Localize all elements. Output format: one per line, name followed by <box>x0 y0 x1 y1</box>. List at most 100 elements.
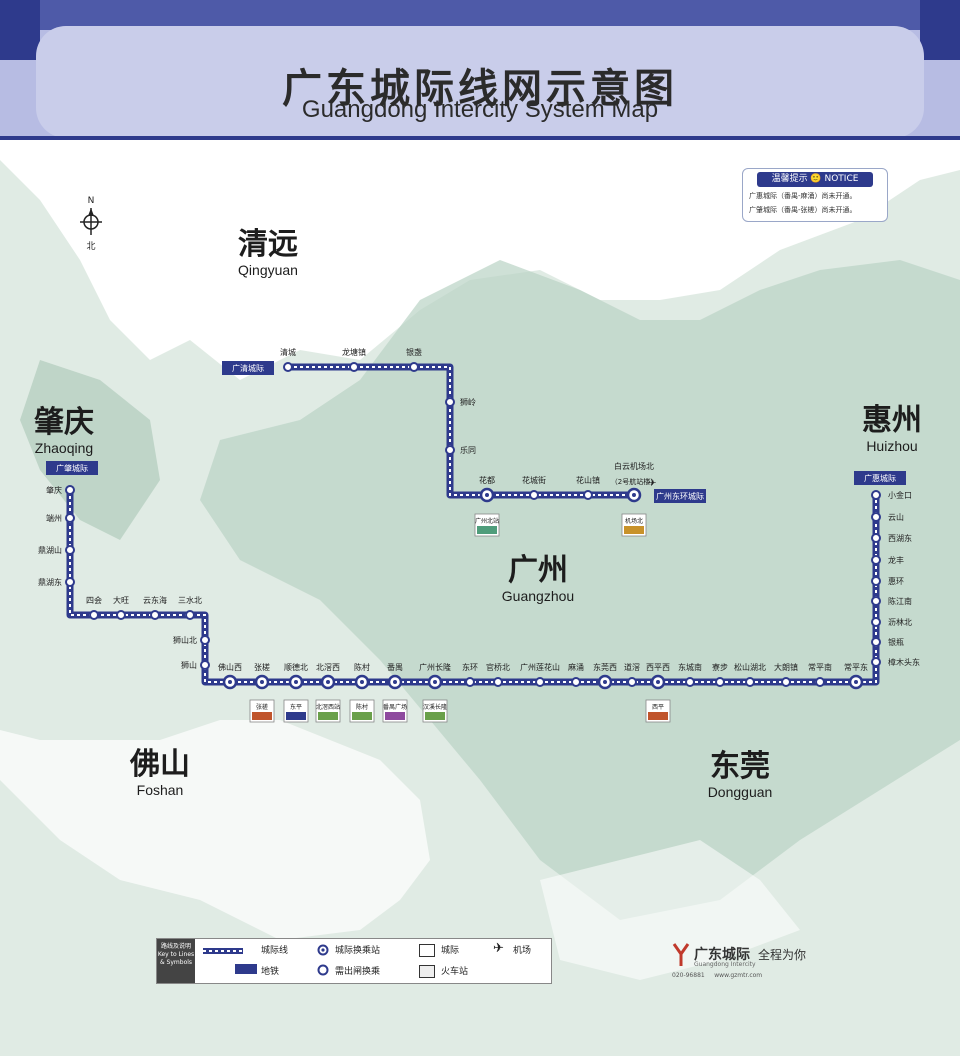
station-longfeng-marker <box>871 555 881 565</box>
compass: N 北 <box>78 196 104 252</box>
station-yundonghai-marker <box>150 610 160 620</box>
interchange-changlong_metro-label: 汉溪长隆 <box>423 703 447 711</box>
airport-icon: ✈ <box>493 941 504 956</box>
station-sanshuibei[interactable]: 三水北 <box>178 595 202 620</box>
station-lilinbei-marker <box>871 617 881 627</box>
line-tag-airport-label: 广州东环城际 <box>656 491 704 501</box>
station-baiyun_airport_n-marker-core <box>632 493 636 497</box>
station-machong[interactable]: 麻涌 <box>568 662 584 687</box>
station-dinghushan-label: 鼎湖山 <box>38 545 62 555</box>
station-huadu[interactable]: 花都 <box>479 475 495 503</box>
interchange-chencun_metro[interactable]: 陈村 <box>349 699 375 723</box>
station-dawang[interactable]: 大旺 <box>113 595 129 620</box>
station-sanshuibei-label: 三水北 <box>178 595 202 605</box>
station-yinping[interactable]: 银瓶 <box>871 637 904 647</box>
station-shiling[interactable]: 狮岭 <box>445 397 476 407</box>
metro-swatch <box>235 964 257 974</box>
city-qingyuan: 清远 Qingyuan <box>218 228 318 279</box>
legend-line-swatch <box>203 948 243 954</box>
station-yundonghai[interactable]: 云东海 <box>143 595 167 620</box>
station-changpingnan[interactable]: 常平南 <box>808 662 832 687</box>
interchange-huadu_metro[interactable]: 广州北站 <box>474 513 500 537</box>
interchange-dongping[interactable]: 东平 <box>283 699 309 723</box>
interchange-panyu_metro[interactable]: 番禺广场 <box>382 699 408 723</box>
station-letong-marker <box>445 445 455 455</box>
line-tag-qingyuan-label: 广清城际 <box>232 363 264 373</box>
interchange-zhangcha_metro[interactable]: 张槎 <box>249 699 275 723</box>
compass-bei-label: 北 <box>86 242 96 252</box>
station-liaobu[interactable]: 寮步 <box>712 662 728 687</box>
station-duanzhou[interactable]: 端州 <box>46 513 75 523</box>
interchange-xiping[interactable]: 西平 <box>645 699 671 723</box>
station-dalang-label: 大朗镇 <box>774 662 798 672</box>
station-guangzhou_lianhuashan-marker <box>535 677 545 687</box>
station-zhangmutoudong-marker <box>871 657 881 667</box>
station-dalang[interactable]: 大朗镇 <box>774 662 798 687</box>
station-xihudong[interactable]: 西湖东 <box>871 533 912 543</box>
station-daoyu[interactable]: 道滘 <box>624 662 640 687</box>
station-songshanhubei[interactable]: 松山湖北 <box>734 662 766 687</box>
station-zhangcha[interactable]: 张槎 <box>254 662 270 690</box>
station-liaobu-marker <box>715 677 725 687</box>
station-foshanxi[interactable]: 佛山西 <box>218 662 242 690</box>
station-shishan-label: 狮山 <box>181 660 197 670</box>
station-longfeng[interactable]: 龙丰 <box>871 555 904 565</box>
station-guangzhou_lianhuashan[interactable]: 广州莲花山 <box>520 662 560 687</box>
station-panyu[interactable]: 番禺 <box>387 662 403 690</box>
station-huihuan-label: 惠环 <box>888 576 904 586</box>
station-yinping-marker <box>871 637 881 647</box>
station-shundexueyuan[interactable]: 顺德北 <box>284 662 308 690</box>
station-yinzhan[interactable]: 银盏 <box>406 347 422 372</box>
station-shishanbei[interactable]: 狮山北 <box>173 635 210 645</box>
station-dinghudong[interactable]: 鼎湖东 <box>38 577 75 587</box>
brand-contact: 020-96881 www.gzmtr.com <box>672 972 762 979</box>
legend-exit-transfer-icon <box>317 964 329 976</box>
station-qingcheng[interactable]: 清城 <box>280 347 296 372</box>
station-yunshan[interactable]: 云山 <box>871 512 904 522</box>
brand-slogan: 全程为你 <box>758 948 807 962</box>
legend-exit-transfer: 需出闸换乘 <box>335 967 381 977</box>
station-sihui[interactable]: 四会 <box>86 595 102 620</box>
brand-web: www.gzmtr.com <box>714 972 763 979</box>
legend-railway: 火车站 <box>441 967 469 977</box>
map-subtitle: Guangdong Intercity System Map <box>301 96 659 123</box>
station-zhangmutoudong[interactable]: 樟木头东 <box>871 657 920 667</box>
station-dongguanxi[interactable]: 东莞西 <box>593 662 617 690</box>
station-yunshan-marker <box>871 512 881 522</box>
line-tag-zhaoqing: 广肇城际 <box>46 461 98 475</box>
interchange-beijiao[interactable]: 北滘西站 <box>315 699 341 723</box>
station-huihuan-marker <box>871 576 881 586</box>
station-shishan[interactable]: 狮山 <box>181 660 210 670</box>
station-huihuan[interactable]: 惠环 <box>871 576 904 586</box>
line-tag-huizhou: 广惠城际 <box>854 471 906 485</box>
station-huachengjie[interactable]: 花城街 <box>522 475 546 500</box>
station-longtang[interactable]: 龙塘镇 <box>342 347 366 372</box>
station-xipingxi[interactable]: 西平西 <box>646 663 670 690</box>
station-letong[interactable]: 乐同 <box>445 445 476 455</box>
city-foshan-en: Foshan <box>136 782 184 798</box>
station-xiaojinkou[interactable]: 小金口 <box>871 490 912 500</box>
station-lilinbei[interactable]: 沥林北 <box>871 617 912 627</box>
station-guanqiaobei[interactable]: 官桥北 <box>486 662 510 687</box>
station-beijiaoxi[interactable]: 北滘西 <box>316 663 340 690</box>
station-guangzhou_changlong[interactable]: 广州长隆 <box>419 662 451 690</box>
station-zhaoqing[interactable]: 肇庆 <box>46 485 75 495</box>
station-liaobu-label: 寮步 <box>712 662 728 672</box>
station-huashanzhen[interactable]: 花山镇 <box>576 475 600 500</box>
notice-line-2: 广肇城际（番禺-张槎）尚未开通。 <box>749 206 857 214</box>
station-dinghushan[interactable]: 鼎湖山 <box>38 545 75 555</box>
station-dongchengnan[interactable]: 东城南 <box>678 662 702 687</box>
station-changpingdong[interactable]: 常平东 <box>844 662 868 690</box>
interchange-airport_north[interactable]: 机场北 <box>621 513 647 537</box>
interchange-zhangcha_metro-label: 张槎 <box>256 703 268 711</box>
station-chencun[interactable]: 陈村 <box>354 662 370 690</box>
compass-icon <box>80 208 102 235</box>
station-shundexueyuan-marker-core <box>294 680 298 684</box>
station-donghuan[interactable]: 东环 <box>462 662 478 687</box>
interchange-changlong_metro[interactable]: 汉溪长隆 <box>422 699 448 723</box>
station-baiyun_airport_n[interactable]: 白云机场北 <box>614 461 654 503</box>
station-chenjiangnan[interactable]: 陈江南 <box>871 596 912 606</box>
city-guangzhou: 广州 Guangzhou <box>488 554 588 605</box>
interchange-panyu_metro-label: 番禺广场 <box>383 703 407 711</box>
